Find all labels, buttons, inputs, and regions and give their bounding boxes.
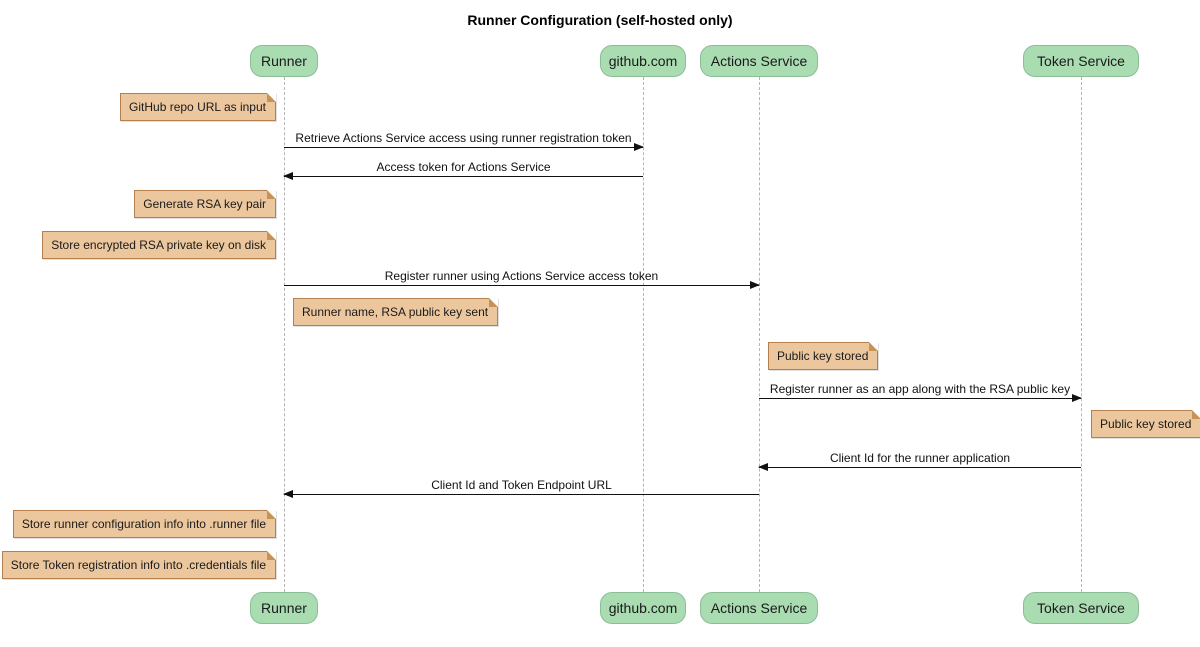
note-label: Public key stored — [1100, 417, 1192, 431]
note-public-key-stored-token: Public key stored — [1091, 410, 1200, 438]
message-client-id-endpoint: Client Id and Token Endpoint URL — [283, 478, 759, 498]
message-label: Register runner using Actions Service ac… — [384, 269, 659, 283]
participant-token-service-bottom: Token Service — [1023, 592, 1139, 624]
arrowhead-right-icon — [634, 143, 644, 151]
note-fold — [869, 342, 879, 351]
note-generate-rsa-key: Generate RSA key pair — [134, 190, 276, 218]
note-fold — [267, 551, 276, 560]
note-label: Public key stored — [777, 349, 869, 363]
arrowhead-left-icon — [283, 490, 293, 498]
note-label: GitHub repo URL as input — [129, 100, 266, 114]
message-retrieve-actions-access: Retrieve Actions Service access using ru… — [284, 131, 644, 151]
diagram-title: Runner Configuration (self-hosted only) — [467, 12, 733, 28]
participant-token-service-top: Token Service — [1023, 45, 1139, 77]
note-label: Store Token registration info into .cred… — [10, 558, 266, 572]
note-label: Store runner configuration info into .ru… — [21, 517, 266, 531]
participant-actions-service-bottom: Actions Service — [700, 592, 818, 624]
note-label: Generate RSA key pair — [143, 197, 266, 211]
message-label: Register runner as an app along with the… — [769, 382, 1071, 396]
note-label: Store encrypted RSA private key on disk — [51, 238, 266, 252]
message-access-token: Access token for Actions Service — [283, 160, 643, 180]
arrowhead-left-icon — [283, 172, 293, 180]
message-register-runner: Register runner using Actions Service ac… — [284, 269, 760, 289]
message-label: Client Id and Token Endpoint URL — [431, 478, 612, 492]
note-runner-name-sent: Runner name, RSA public key sent — [293, 298, 499, 326]
note-fold — [489, 298, 499, 307]
note-fold — [267, 93, 276, 102]
participant-runner-top: Runner — [250, 45, 318, 77]
message-line — [283, 172, 643, 180]
note-github-repo-url: GitHub repo URL as input — [120, 93, 276, 121]
note-store-credentials-file: Store Token registration info into .cred… — [1, 551, 276, 579]
note-fold — [1192, 410, 1200, 419]
note-store-private-key: Store encrypted RSA private key on disk — [42, 231, 276, 259]
message-label: Client Id for the runner application — [829, 451, 1011, 465]
participant-github-top: github.com — [600, 45, 686, 77]
message-line — [758, 463, 1081, 471]
note-fold — [267, 190, 276, 199]
participant-runner-bottom: Runner — [250, 592, 318, 624]
lifeline-runner — [284, 77, 285, 592]
note-fold — [267, 231, 276, 240]
participant-github-bottom: github.com — [600, 592, 686, 624]
arrowhead-right-icon — [1072, 394, 1082, 402]
message-line — [284, 281, 760, 289]
lifeline-github — [643, 77, 644, 592]
arrowhead-right-icon — [750, 281, 760, 289]
note-store-runner-file: Store runner configuration info into .ru… — [12, 510, 276, 538]
participant-actions-service-top: Actions Service — [700, 45, 818, 77]
lifeline-actions-service — [759, 77, 760, 592]
note-label: Runner name, RSA public key sent — [302, 305, 489, 319]
message-label: Access token for Actions Service — [376, 160, 551, 174]
message-line — [759, 394, 1082, 402]
note-fold — [267, 510, 276, 519]
message-register-runner-app: Register runner as an app along with the… — [759, 382, 1082, 402]
lifeline-token-service — [1081, 77, 1082, 592]
message-client-id-runner-app: Client Id for the runner application — [758, 451, 1081, 471]
note-public-key-stored-actions: Public key stored — [768, 342, 879, 370]
message-label: Retrieve Actions Service access using ru… — [295, 131, 632, 145]
message-line — [284, 143, 644, 151]
arrowhead-left-icon — [758, 463, 768, 471]
message-line — [283, 490, 759, 498]
